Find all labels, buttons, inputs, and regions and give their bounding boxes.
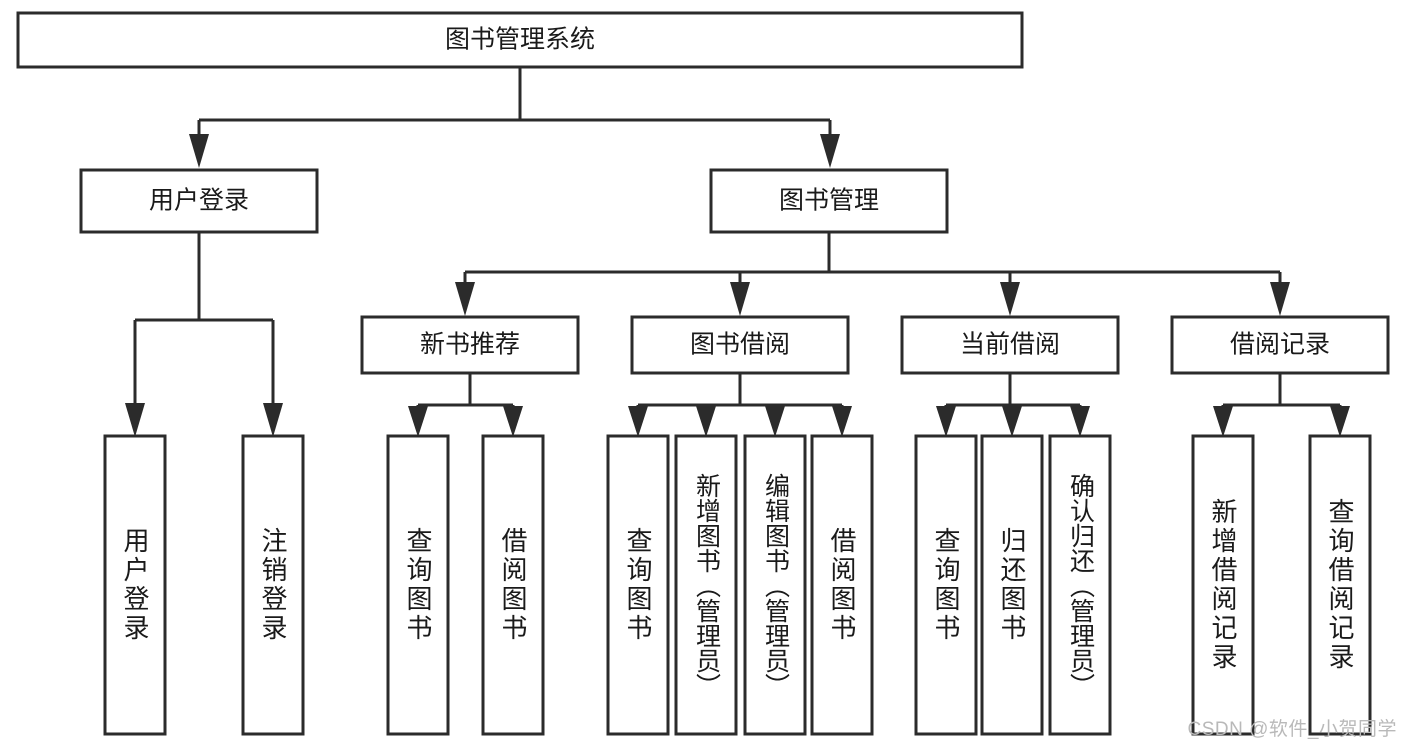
node-current-borrow[interactable]: 当前借阅 xyxy=(900,315,1120,375)
arrow-head-leaf-confirm-return xyxy=(1070,406,1090,437)
node-user-login-label: 用户登录 xyxy=(149,187,249,215)
watermark-text: CSDN @软件_小贺同学 xyxy=(1187,719,1397,740)
arrow-head-leaf-query-record xyxy=(1330,406,1350,437)
arrow-head-leaf-return-book xyxy=(1002,406,1022,437)
arrow-head-leaf-query-book-1 xyxy=(408,406,428,437)
arrow-head-user-login xyxy=(189,134,209,168)
connector-book-manage-to-level3 xyxy=(455,232,1290,316)
node-borrow-record[interactable]: 借阅记录 xyxy=(1170,315,1390,375)
connector-user-login-to-leaves xyxy=(125,232,283,437)
leaf-box-logout[interactable] xyxy=(241,434,305,736)
connector-new-book-rec-to-leaves xyxy=(408,373,523,437)
node-new-book-rec[interactable]: 新书推荐 xyxy=(360,315,580,375)
connector-borrow-record-to-leaves xyxy=(1213,373,1350,437)
leaf-box-borrow-book-2[interactable] xyxy=(810,434,874,736)
leaf-box-add-record[interactable] xyxy=(1191,434,1255,736)
arrow-head-book-borrow xyxy=(730,282,750,316)
arrow-head-leaf-edit-book xyxy=(765,406,785,437)
leaf-box-confirm-return[interactable] xyxy=(1048,434,1112,736)
node-book-manage-label: 图书管理 xyxy=(779,187,879,215)
arrow-head-leaf-borrow-book-2 xyxy=(832,406,852,437)
node-book-borrow[interactable]: 图书借阅 xyxy=(630,315,850,375)
arrow-head-current-borrow xyxy=(1000,282,1020,316)
arrow-head-leaf-query-book-2 xyxy=(628,406,648,437)
leaf-box-edit-book[interactable] xyxy=(743,434,807,736)
node-root-label: 图书管理系统 xyxy=(445,26,595,54)
arrow-head-leaf-user-login xyxy=(125,403,145,437)
connector-book-borrow-to-leaves xyxy=(628,373,852,437)
arrow-head-leaf-add-book xyxy=(696,406,716,437)
connector-root-to-level2 xyxy=(189,67,840,168)
leaf-box-query-record[interactable] xyxy=(1308,434,1372,736)
node-current-borrow-label: 当前借阅 xyxy=(960,331,1060,359)
arrow-head-book-manage xyxy=(820,134,840,168)
node-borrow-record-label: 借阅记录 xyxy=(1230,331,1330,359)
leaf-box-add-book[interactable] xyxy=(674,434,738,736)
node-new-book-rec-label: 新书推荐 xyxy=(420,331,520,359)
leaf-box-user-login[interactable] xyxy=(103,434,167,736)
node-root[interactable]: 图书管理系统 xyxy=(16,11,1024,69)
leaf-box-query-book-1[interactable] xyxy=(386,434,450,736)
arrow-head-leaf-logout xyxy=(263,403,283,437)
leaf-box-query-book-2[interactable] xyxy=(606,434,670,736)
arrow-head-leaf-add-record xyxy=(1213,406,1233,437)
leaf-box-borrow-book-1[interactable] xyxy=(481,434,545,736)
arrow-head-borrow-record xyxy=(1270,282,1290,316)
connector-current-borrow-to-leaves xyxy=(936,373,1090,437)
arrow-head-leaf-query-book-3 xyxy=(936,406,956,437)
leaf-box-query-book-3[interactable] xyxy=(914,434,978,736)
arrow-head-new-book-rec xyxy=(455,282,475,316)
arrow-head-leaf-borrow-book-1 xyxy=(503,406,523,437)
leaf-box-return-book[interactable] xyxy=(980,434,1044,736)
node-book-manage[interactable]: 图书管理 xyxy=(709,168,949,234)
node-book-borrow-label: 图书借阅 xyxy=(690,331,790,359)
node-user-login[interactable]: 用户登录 xyxy=(79,168,319,234)
